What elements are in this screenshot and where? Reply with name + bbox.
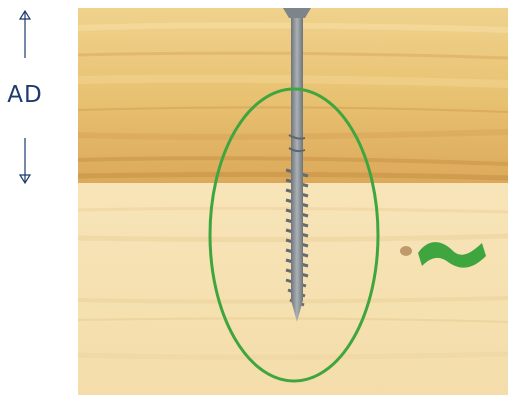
screw-shank <box>291 18 303 168</box>
wood-knot <box>400 246 412 256</box>
screw-threaded-core <box>291 168 303 322</box>
arrow-down-icon <box>20 138 30 183</box>
arrow-up-icon <box>20 11 30 58</box>
dimension-label: AD <box>2 82 48 108</box>
